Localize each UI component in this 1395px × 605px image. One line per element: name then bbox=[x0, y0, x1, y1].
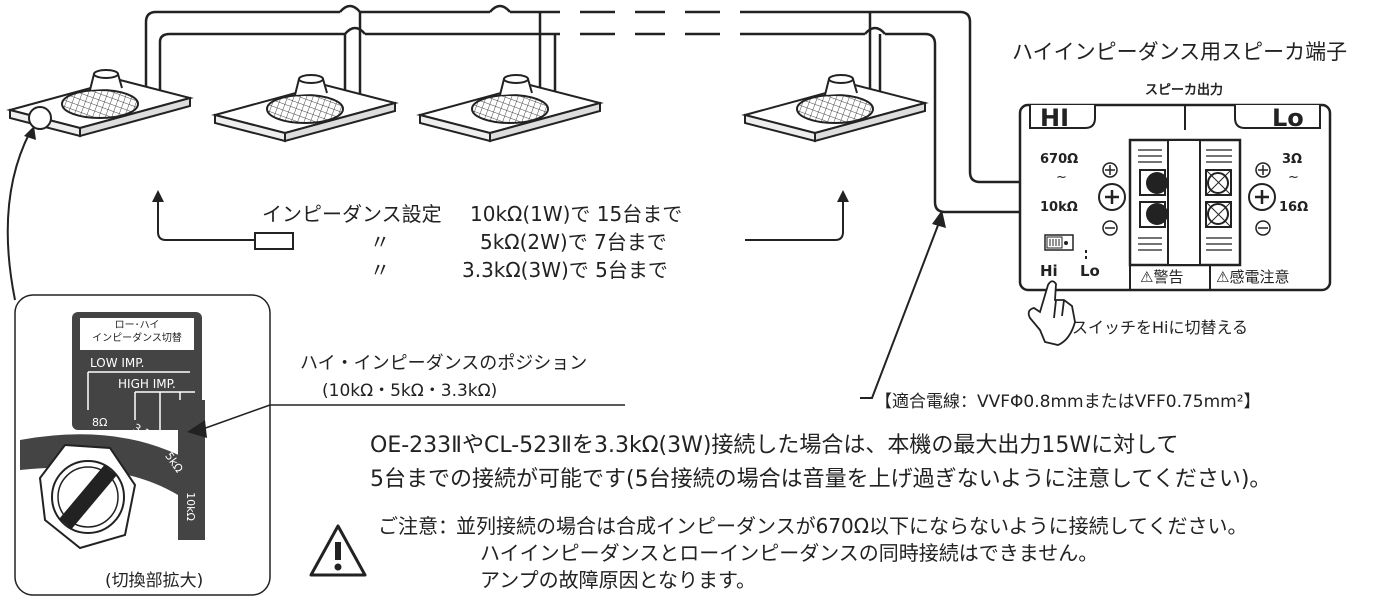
cable-spec: 【適合電線：VVFΦ0.8mmまたはVFF0.75mm²】 bbox=[875, 392, 1261, 412]
switch-lo-label: Lo bbox=[1080, 262, 1100, 280]
shock-label: ⚠感電注意 bbox=[1216, 268, 1290, 286]
lo-impedance-bottom: 16Ω bbox=[1279, 200, 1309, 215]
hi-label: HI bbox=[1040, 104, 1070, 132]
speaker-4 bbox=[741, 74, 929, 143]
terminal-title: ハイインピーダンス用スピーカ端子 bbox=[1012, 40, 1348, 64]
speaker-3 bbox=[416, 74, 604, 143]
switch-instruction: スイッチをHiに切替える bbox=[1072, 318, 1248, 337]
terminal-block bbox=[1018, 103, 1332, 292]
speaker-2 bbox=[211, 74, 399, 143]
impedance-heading: インピーダンス設定 bbox=[262, 202, 442, 226]
caution-line-2: ハイインピーダンスとローインピーダンスの同時接続はできません。 bbox=[480, 541, 1099, 565]
impedance-row: 10kΩ(1W)で 15台まで bbox=[470, 202, 683, 226]
ceiling-speakers bbox=[6, 69, 929, 143]
impedance-bracket bbox=[157, 200, 844, 250]
caution-line-1: 並列接続の場合は合成インピーダンスが670Ω以下にならないように接続してください… bbox=[456, 514, 1248, 538]
switch-hi-label: Hi bbox=[1040, 262, 1058, 280]
lo-tilde: ~ bbox=[1288, 170, 1299, 185]
hi-tilde: ~ bbox=[1056, 170, 1067, 185]
impedance-switch-panel bbox=[20, 312, 205, 550]
impedance-row: 5kΩ(2W)で 7台まで bbox=[480, 230, 667, 254]
hi-impedance-top: 670Ω bbox=[1040, 152, 1079, 167]
cable-pointer bbox=[860, 210, 946, 399]
lo-impedance-top: 3Ω bbox=[1282, 152, 1303, 167]
inset-caption: (切換部拡大) bbox=[105, 571, 204, 591]
speaker-output-label: スピーカ出力 bbox=[1145, 83, 1224, 98]
callout-values: (10kΩ・5kΩ・3.3kΩ) bbox=[322, 381, 498, 401]
high-imp-label: HIGH IMP. bbox=[118, 377, 176, 391]
caution-line-3: アンプの故障原因となります。 bbox=[480, 568, 756, 592]
low-imp-label: LOW IMP. bbox=[90, 356, 145, 370]
hi-impedance-bottom: 10kΩ bbox=[1040, 200, 1078, 215]
warning-label: ⚠警告 bbox=[1140, 268, 1184, 286]
position-8-ohm: 8Ω bbox=[92, 416, 108, 429]
callout-pointer bbox=[187, 404, 625, 438]
note-line-1: OE-233ⅡやCL-523Ⅱを3.3kΩ(3W)接続した場合は、本機の最大出力… bbox=[370, 433, 1179, 458]
note-line-2: 5台までの接続が可能です(5台接続の場合は音量を上げ過ぎないように注意してくださ… bbox=[370, 467, 1272, 492]
caution-triangle-icon bbox=[309, 524, 367, 577]
position-10k: 10kΩ bbox=[183, 492, 197, 521]
lo-label: Lo bbox=[1272, 104, 1304, 132]
inset-panel-label: ロー･ハイ インピーダンス切替 bbox=[92, 320, 182, 344]
switch-location-circle bbox=[28, 106, 52, 130]
ditto-mark: 〃 bbox=[370, 230, 390, 254]
speaker-1 bbox=[6, 69, 194, 138]
caution-prefix: ご注意： bbox=[378, 514, 458, 538]
callout-title: ハイ・インピーダンスのポジション bbox=[300, 353, 588, 374]
hand-pointer-icon bbox=[1027, 280, 1076, 346]
ditto-mark: 〃 bbox=[370, 258, 390, 282]
impedance-row: 3.3kΩ(3W)で 5台まで bbox=[462, 258, 668, 282]
